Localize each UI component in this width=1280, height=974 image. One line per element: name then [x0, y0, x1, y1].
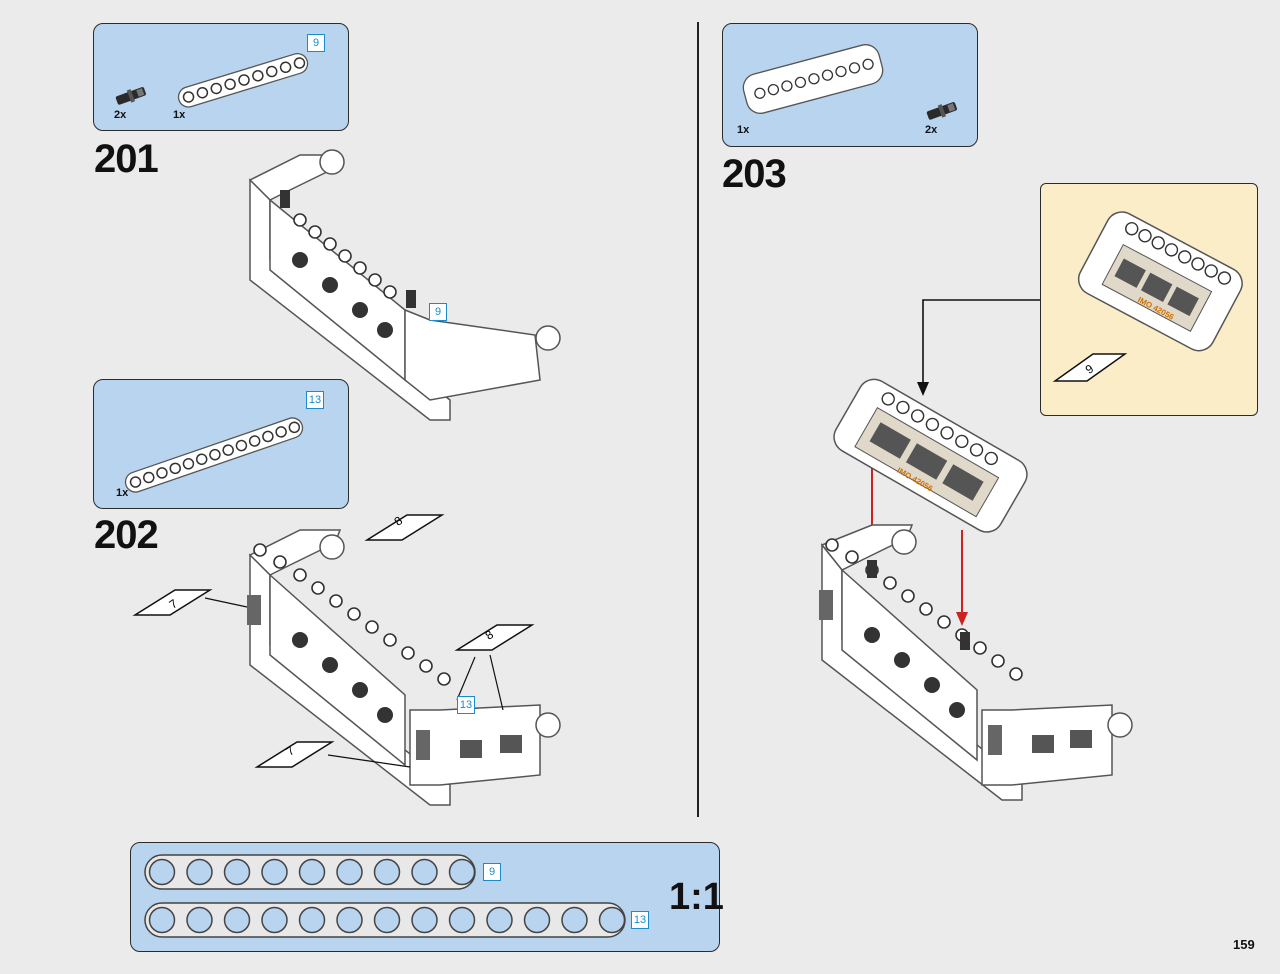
beam-hole	[148, 906, 176, 934]
beam-hole	[265, 65, 278, 78]
beam-hole	[224, 78, 236, 90]
scale-box: 9 13 1:1	[130, 842, 724, 952]
beam-hole	[808, 73, 820, 85]
sticker-callouts-202	[132, 514, 535, 768]
beam-hole	[448, 906, 476, 934]
beam-hole	[210, 82, 223, 95]
beam-hole	[222, 444, 234, 456]
beam-hole	[195, 453, 208, 465]
beam-hole	[598, 906, 626, 934]
subassembly-callout: IMO 42056 6	[1040, 183, 1258, 416]
beam-9-icon	[177, 52, 309, 108]
pin-icon	[926, 102, 957, 120]
beam-hole	[143, 471, 155, 484]
beam-hole	[448, 858, 476, 886]
step-201-parts-box: 2x 1x 9	[93, 23, 349, 131]
beam-hole	[238, 74, 250, 86]
beam-hole	[196, 86, 209, 99]
scale-label: 1:1	[669, 876, 724, 918]
beam-hole	[182, 91, 195, 103]
beam-hole	[261, 858, 288, 886]
beam-hole	[336, 858, 363, 886]
beam-hole	[248, 435, 261, 447]
panel-icon	[742, 44, 884, 114]
beam-hole	[298, 858, 326, 886]
subassembly-panel	[1077, 211, 1243, 352]
step-202-model	[247, 529, 561, 806]
beam-hole	[261, 906, 288, 934]
beam-hole	[486, 906, 513, 934]
step-number: 202	[94, 513, 159, 557]
step-number: 201	[94, 137, 159, 181]
beam-13-icon	[124, 417, 304, 493]
beam-hole	[411, 858, 438, 886]
scale-length-box: 9	[483, 863, 501, 881]
beam-hole	[373, 858, 401, 886]
step-201-model	[248, 149, 561, 421]
part-qty: 1x	[173, 109, 186, 121]
scale-beam-9	[144, 854, 476, 890]
beam-hole	[523, 906, 551, 934]
beam-hole	[298, 906, 326, 934]
beam-hole	[373, 906, 401, 934]
page-divider	[697, 22, 699, 817]
pin-icon	[115, 87, 146, 105]
beam-hole	[293, 57, 306, 69]
step-202-parts-box: 1x 13	[93, 379, 349, 509]
step-number: 203	[722, 152, 787, 196]
beam-length-box: 9	[307, 34, 325, 52]
sticker-callout-203	[1052, 353, 1128, 382]
beam-hole	[336, 906, 363, 934]
beam-hole	[862, 58, 874, 70]
beam-hole	[235, 439, 248, 452]
beam-hole	[767, 83, 780, 96]
beam-hole	[223, 858, 251, 886]
step-203-model	[819, 524, 1133, 801]
part-qty: 1x	[116, 487, 129, 499]
beam-hole	[275, 426, 287, 438]
part-qty: 2x	[925, 124, 938, 136]
beam-hole	[279, 61, 292, 74]
step-203-parts-box: 1x 2x	[722, 23, 978, 147]
part-qty: 2x	[114, 109, 127, 121]
beam-hole	[794, 76, 807, 89]
scale-length-box: 13	[631, 911, 649, 929]
page-number: 159	[1233, 937, 1255, 952]
beam-hole	[169, 462, 181, 475]
beam-hole	[252, 70, 264, 82]
beam-hole	[821, 69, 834, 81]
beam-hole	[148, 858, 176, 886]
part-qty: 1x	[737, 124, 750, 136]
beam-hole	[781, 80, 793, 92]
beam-hole	[186, 906, 213, 934]
beam-hole	[223, 906, 251, 934]
beam-hole	[182, 458, 195, 470]
beam-hole	[262, 430, 274, 443]
beam-hole	[209, 448, 221, 461]
beam-hole	[848, 62, 861, 74]
beam-hole	[561, 906, 588, 934]
beam-hole	[186, 858, 213, 886]
beam-hole	[411, 906, 438, 934]
beam-hole	[156, 467, 168, 479]
beam-length-callout: 13	[457, 696, 475, 714]
scale-beam-13	[144, 902, 626, 938]
beam-length-callout: 9	[429, 303, 447, 321]
beam-hole	[835, 65, 847, 78]
beam-hole	[754, 87, 766, 99]
beam-hole	[129, 476, 142, 488]
step-203-panel	[833, 378, 1028, 533]
beam-hole	[288, 421, 301, 434]
beam-length-box: 13	[306, 391, 324, 409]
